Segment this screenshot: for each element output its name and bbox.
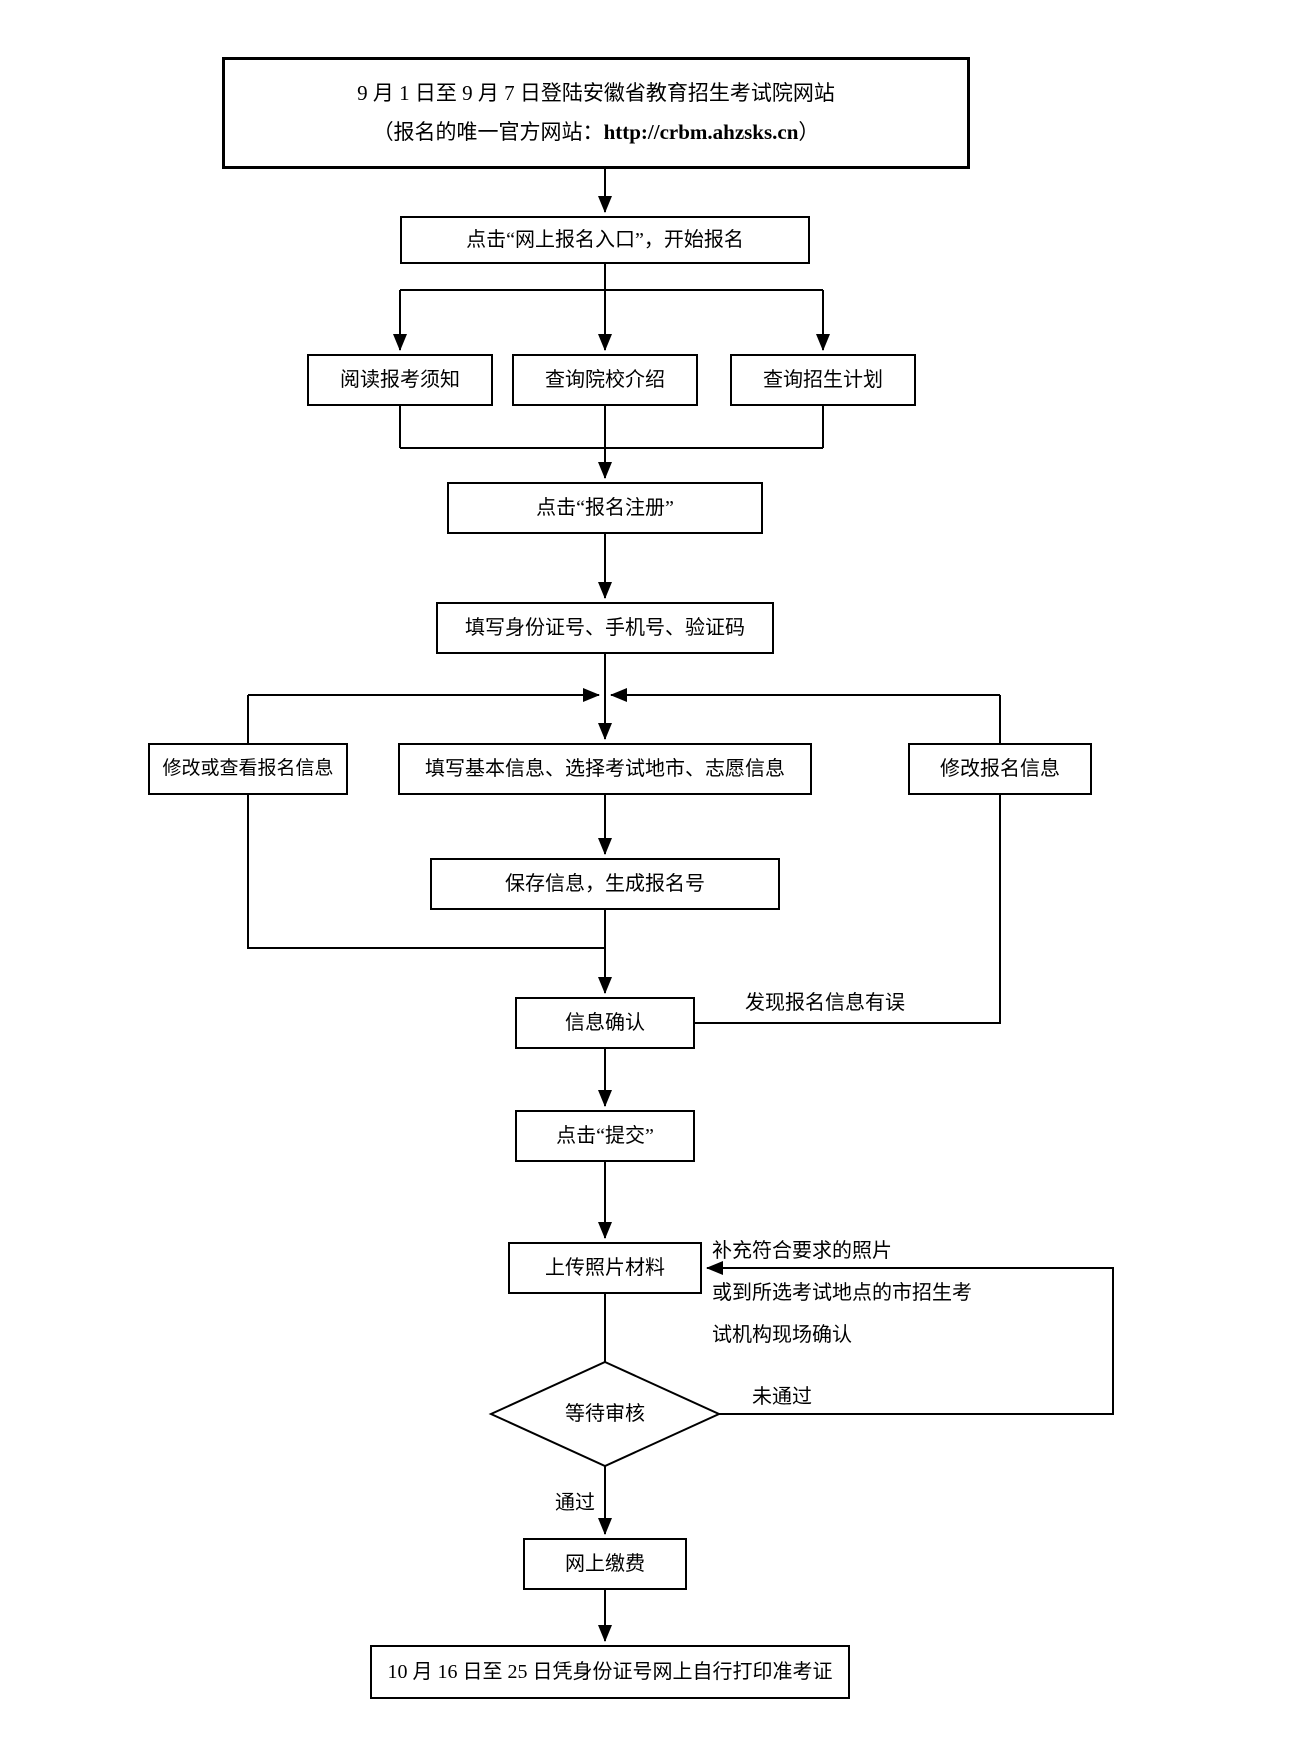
official-site-suffix: ） — [798, 119, 820, 144]
node-print-ticket: 10 月 16 日至 25 日凭身份证号网上自行打印准考证 — [370, 1645, 850, 1699]
node-fill-id: 填写身份证号、手机号、验证码 — [436, 602, 774, 654]
official-site-prefix: （报名的唯一官方网站： — [372, 119, 604, 144]
node-query-plan: 查询招生计划 — [730, 354, 916, 406]
node-login-website-line2: （报名的唯一官方网站：http://crbm.ahzsks.cn） — [373, 118, 820, 147]
node-fill-basic-info: 填写基本信息、选择考试地市、志愿信息 — [398, 743, 812, 795]
edge-right-loop-modify — [695, 695, 1001, 1024]
node-modify-info: 修改报名信息 — [908, 743, 1092, 795]
node-read-notice: 阅读报考须知 — [307, 354, 493, 406]
node-wait-review: 等待审核 — [565, 1403, 645, 1425]
node-click-submit: 点击“提交” — [515, 1110, 695, 1162]
node-online-pay: 网上缴费 — [523, 1538, 687, 1590]
node-click-register: 点击“报名注册” — [447, 482, 763, 534]
edge-review-notpassed-loop — [706, 1261, 1114, 1415]
official-site-url: http://crbm.ahzsks.cn — [603, 119, 799, 144]
edge-branch-merge-to-register — [399, 406, 824, 479]
node-login-website: 9 月 1 日至 9 月 7 日登陆安徽省教育招生考试院网站 （报名的唯一官方网… — [222, 57, 970, 169]
edge-label-supplement-note: 补充符合要求的照片 或到所选考试地点的市招生考 试机构现场确认 — [712, 1230, 972, 1356]
edge-label-supplement-line1: 补充符合要求的照片 — [712, 1240, 892, 1262]
node-login-website-line1: 9 月 1 日至 9 月 7 日登陆安徽省教育招生考试院网站 — [357, 81, 835, 106]
edge-left-loop-modify-view — [247, 695, 605, 949]
edge-entry-branch — [393, 264, 830, 351]
edge-label-passed: 通过 — [555, 1492, 595, 1514]
node-upload-photo: 上传照片材料 — [508, 1242, 702, 1294]
node-confirm-info: 信息确认 — [515, 997, 695, 1049]
node-save-info: 保存信息，生成报名号 — [430, 858, 780, 910]
edge-label-error-found: 发现报名信息有误 — [745, 992, 905, 1014]
edge-fillid-to-junction — [248, 654, 1000, 740]
node-modify-view-info: 修改或查看报名信息 — [148, 743, 348, 795]
edge-label-supplement-line2: 或到所选考试地点的市招生考 — [712, 1282, 972, 1304]
node-click-entry: 点击“网上报名入口”，开始报名 — [400, 216, 810, 264]
wait-review-diamond-shape — [488, 1360, 722, 1468]
edge-label-not-passed: 未通过 — [752, 1386, 812, 1408]
node-query-colleges: 查询院校介绍 — [512, 354, 698, 406]
edge-label-supplement-line3: 试机构现场确认 — [712, 1324, 852, 1346]
